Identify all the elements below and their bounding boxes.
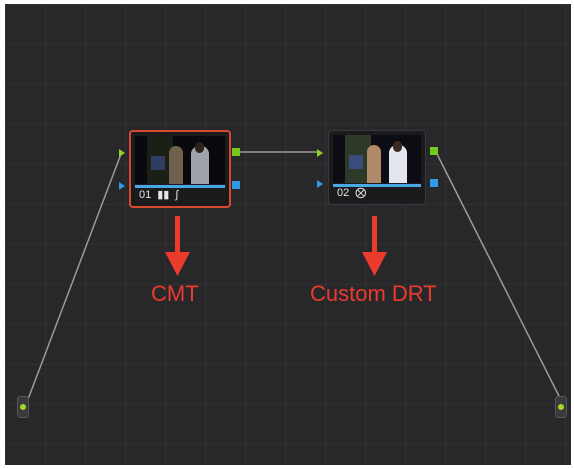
node2-rgb-input[interactable] (317, 149, 323, 157)
levels-icon: ▮▮ (157, 188, 170, 201)
annotation-cmt: CMT (151, 281, 199, 306)
connections-layer (26, 151, 563, 403)
curves-icon: ∫ (175, 188, 179, 201)
arrow-down-icon-1 (165, 216, 190, 276)
node1-number: 01 (139, 189, 152, 201)
node1-rgb-output[interactable] (232, 148, 240, 156)
node-graph-canvas[interactable]: 01 ▮▮ ∫ 02 ⨂ CMT Custom DRT (5, 4, 571, 465)
arrow-down-icon-2 (362, 216, 387, 276)
annotation-custom-drt: Custom DRT (310, 281, 437, 306)
source-output-dot[interactable] (20, 404, 26, 410)
node2-progress-bar (333, 184, 421, 187)
output-input-dot[interactable] (558, 404, 564, 410)
source-node[interactable] (17, 396, 29, 418)
output-node[interactable] (555, 396, 567, 418)
node1-alpha-input[interactable] (119, 182, 125, 190)
node1-thumbnail (135, 136, 225, 184)
node-01[interactable]: 01 ▮▮ ∫ (129, 130, 231, 208)
node1-progress-bar (135, 185, 225, 188)
node2-alpha-output[interactable] (430, 179, 438, 187)
node2-rgb-output[interactable] (430, 147, 438, 155)
node1-alpha-output[interactable] (232, 181, 240, 189)
effect-icon: ⨂ (355, 186, 367, 199)
node1-rgb-input[interactable] (119, 149, 125, 157)
wire-source-to-node1 (26, 153, 122, 403)
node2-alpha-input[interactable] (317, 180, 323, 188)
node-02[interactable]: 02 ⨂ (328, 130, 426, 205)
node2-thumbnail (333, 135, 421, 183)
node2-number: 02 (337, 187, 350, 199)
wire-node2-to-output (435, 151, 563, 403)
